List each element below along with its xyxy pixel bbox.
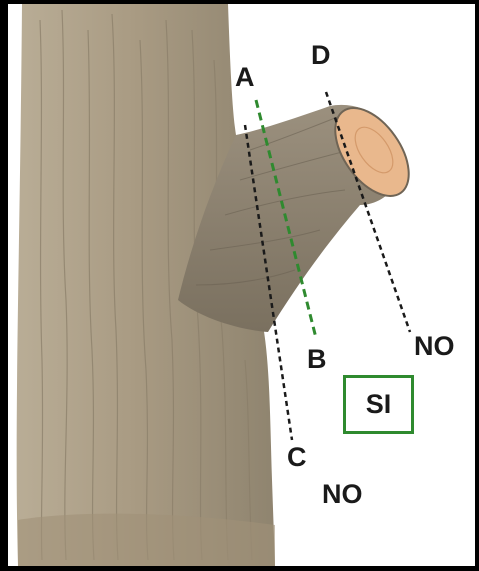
label-no-right: NO xyxy=(414,333,455,360)
label-si: SI xyxy=(366,389,392,420)
label-a: A xyxy=(235,64,255,91)
label-c: C xyxy=(287,444,307,471)
label-d: D xyxy=(311,42,331,69)
label-no-bottom: NO xyxy=(322,481,363,508)
trunk-base xyxy=(18,514,275,566)
si-box: SI xyxy=(343,375,414,434)
label-b: B xyxy=(307,346,327,373)
